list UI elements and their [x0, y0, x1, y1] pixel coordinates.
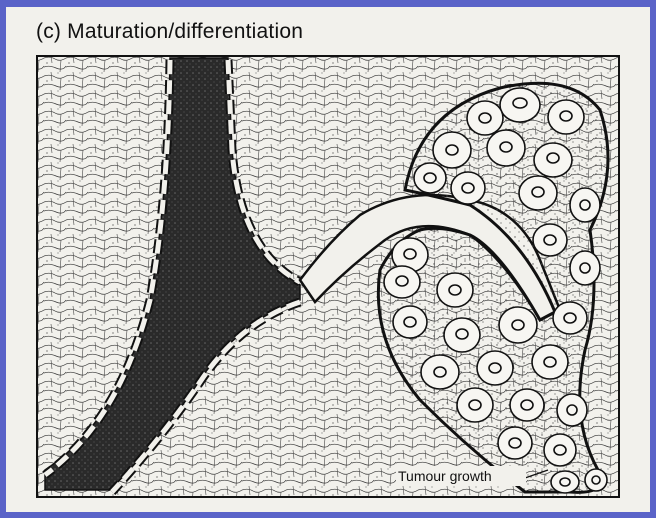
tumour-growth-label: Tumour growth [398, 468, 492, 484]
figure-caption: (c) Maturation/differentiation [36, 20, 303, 44]
